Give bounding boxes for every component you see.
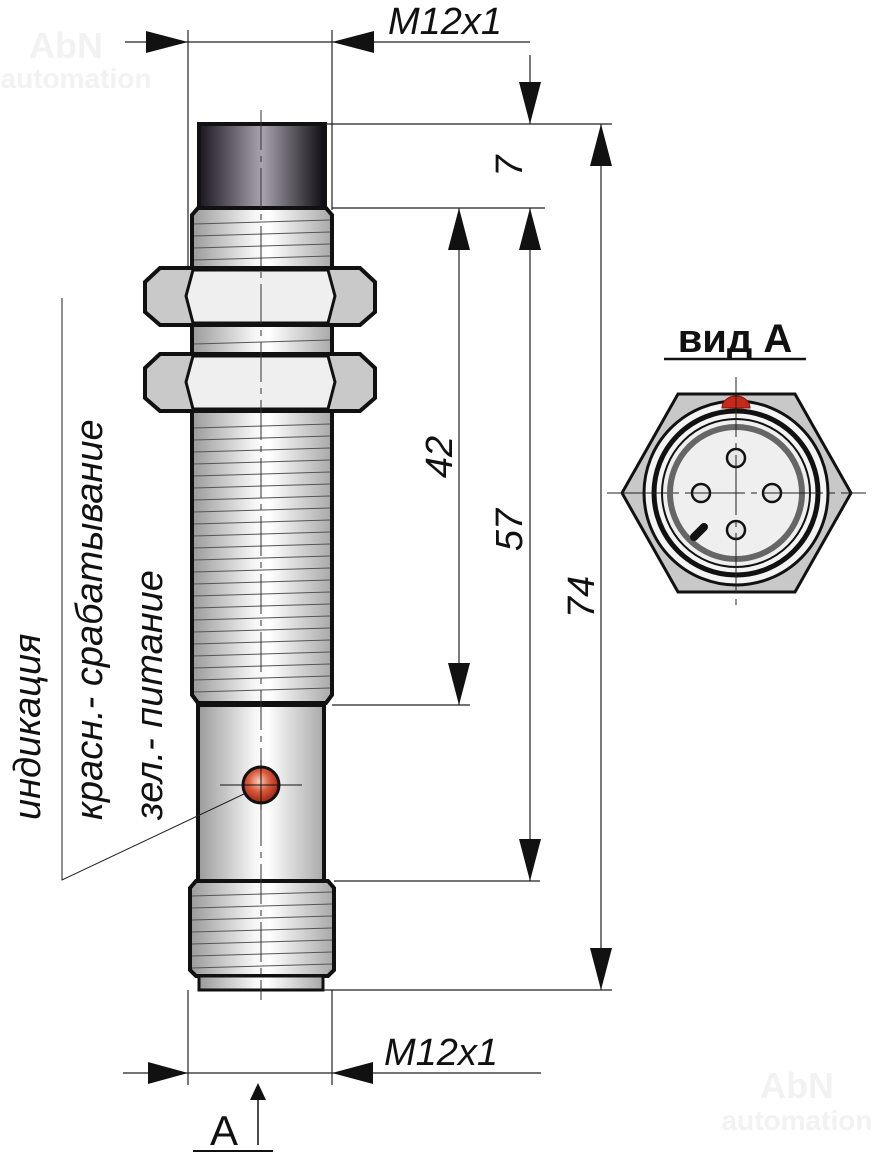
top-thread-dimension [125, 30, 530, 300]
svg-text:AbN: AbN [760, 1065, 834, 1106]
top-thread-label: M12x1 [388, 1, 502, 43]
connector-face-view [607, 377, 866, 610]
thread-line [191, 939, 333, 945]
thread-line [193, 531, 331, 537]
thread-line [193, 591, 331, 597]
thread-line [193, 339, 331, 345]
thread-line [193, 471, 331, 477]
svg-text:automation: automation [1, 63, 152, 94]
extension-lines [323, 123, 612, 991]
indication-text: индикация красн.- срабатывание зел.- пит… [7, 419, 171, 821]
thread-line [193, 255, 331, 261]
thread-line [193, 615, 331, 621]
indication-leader [61, 298, 245, 881]
threaded-body [190, 206, 334, 705]
thread-line [191, 903, 333, 909]
thread-line [193, 651, 331, 657]
thread-line [193, 243, 331, 249]
thread-line [193, 435, 331, 441]
thread-line [193, 687, 331, 693]
thread-line [191, 927, 333, 933]
thread-line [193, 579, 331, 585]
thread-line [193, 459, 331, 465]
dim-42 [448, 208, 470, 705]
indication-title: индикация [7, 634, 49, 820]
bottom-thread-dimension [123, 990, 541, 1085]
thread-line [193, 447, 331, 453]
dim-74 [590, 124, 612, 990]
thread-line [193, 507, 331, 513]
svg-text:AbN: AbN [29, 25, 103, 66]
dim-7-label: 7 [489, 154, 531, 177]
thread-line [193, 675, 331, 681]
view-title: вид A [678, 317, 793, 361]
thread-line [193, 567, 331, 573]
dim-7 [519, 55, 541, 881]
thread-line [193, 231, 331, 237]
view-arrow [193, 1083, 273, 1152]
thread-line [193, 663, 331, 669]
led-indicator [220, 760, 302, 810]
watermark-top: AbN automation [1, 25, 152, 94]
thread-line [193, 603, 331, 609]
thread-line [193, 495, 331, 501]
sensing-face-cap [197, 122, 327, 210]
bottom-thread-label: M12x1 [384, 1032, 498, 1074]
thread-line [193, 219, 331, 225]
thread-line [193, 543, 331, 549]
thread-line [193, 423, 331, 429]
indication-red: красн.- срабатывание [69, 419, 111, 820]
lock-nut-upper [143, 266, 377, 327]
svg-text:automation: automation [722, 1105, 873, 1136]
key-icon [690, 523, 708, 541]
dim-57-label: 57 [489, 507, 531, 551]
thread-line [193, 639, 331, 645]
dim-74-label: 74 [561, 576, 603, 618]
thread-line [193, 627, 331, 633]
thread-line [191, 951, 333, 957]
thread-line [193, 555, 331, 561]
thread-line [193, 519, 331, 525]
view-arrow-label: A [210, 1107, 238, 1154]
thread-line [191, 915, 333, 921]
dim-42-label: 42 [419, 436, 461, 478]
indication-green: зел.- питание [129, 570, 171, 821]
watermark-bottom: AbN automation [722, 1065, 873, 1136]
connector-thread [188, 879, 336, 992]
lock-nut-lower [143, 352, 377, 413]
thread-line [191, 963, 333, 969]
thread-line [193, 483, 331, 489]
thread-line [191, 891, 333, 897]
